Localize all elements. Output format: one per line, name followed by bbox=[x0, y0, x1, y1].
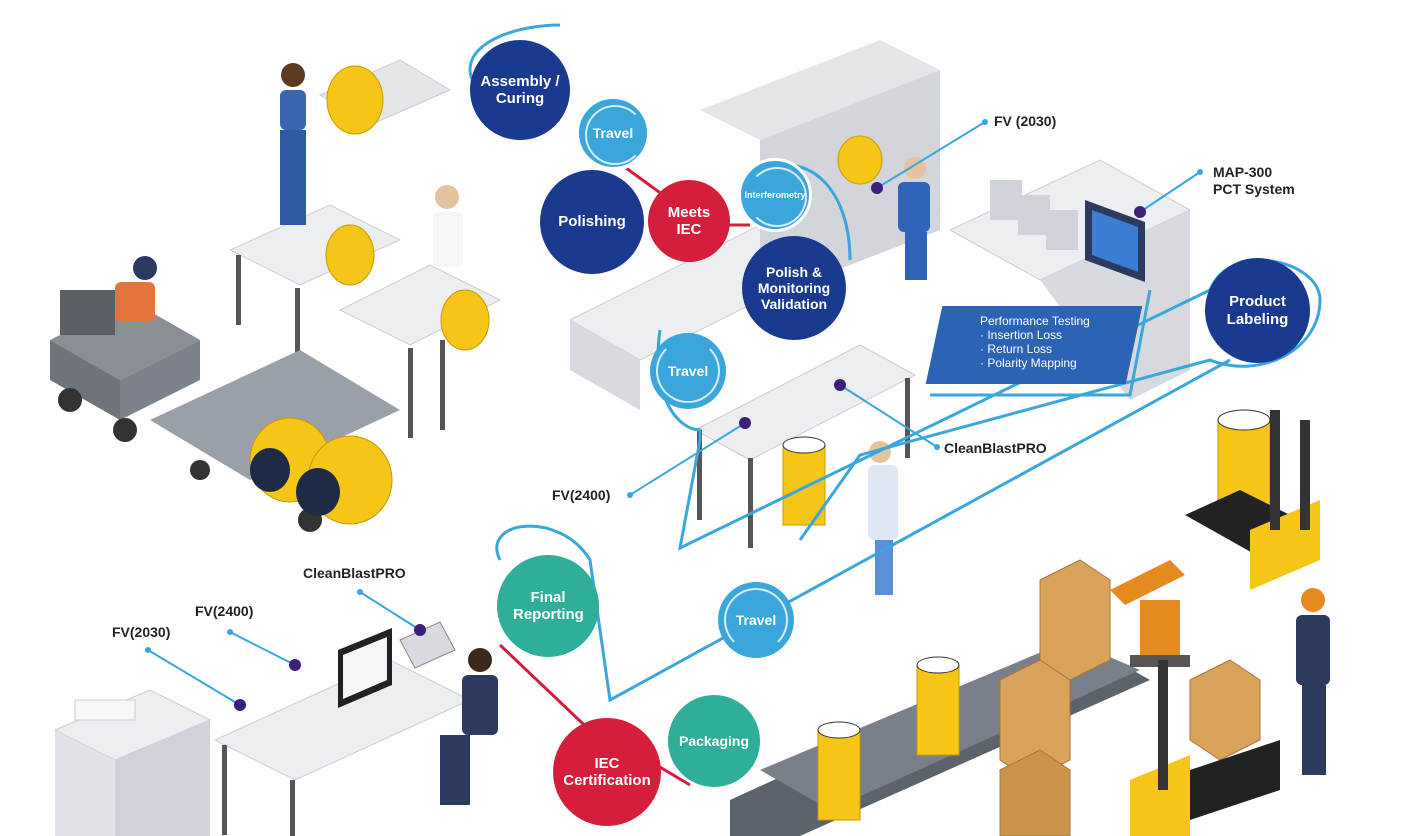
callout-fv2030-top: FV (2030) bbox=[994, 113, 1057, 129]
callout-cleanblast-bottom: CleanBlastPRO bbox=[303, 565, 406, 581]
inspection-table bbox=[693, 344, 917, 548]
step-polish-validation: Polish & Monitoring Validation bbox=[742, 236, 846, 340]
forklift-icon bbox=[1130, 410, 1320, 836]
performance-testing-title: Performance Testing bbox=[980, 314, 1090, 328]
callout-map300-line2: PCT System bbox=[1213, 181, 1295, 197]
step-interferometry: Interferometry bbox=[738, 158, 812, 232]
step-product-labeling-label: Product Labeling bbox=[1226, 293, 1289, 328]
step-polishing: Polishing bbox=[540, 170, 644, 274]
step-iec-certification-label: IEC Certification bbox=[563, 754, 651, 789]
step-assembly-label: Assembly / Curing bbox=[480, 72, 560, 107]
performance-testing-item: · Return Loss bbox=[980, 342, 1053, 356]
callout-cleanblast-mid: CleanBlastPRO bbox=[944, 440, 1047, 456]
step-meets-iec: Meets IEC bbox=[648, 180, 730, 262]
callout-endpoints bbox=[145, 119, 1203, 653]
step-travel-3: Travel bbox=[718, 582, 794, 658]
travel-cycle-icon bbox=[724, 588, 788, 652]
performance-testing-item: · Polarity Mapping bbox=[980, 356, 1077, 370]
robot-arm-icon bbox=[1110, 560, 1190, 667]
step-travel-2: Travel bbox=[650, 333, 726, 409]
travel-cycle-icon bbox=[747, 167, 807, 227]
step-polish-validation-label: Polish & Monitoring Validation bbox=[757, 263, 831, 313]
step-packaging: Packaging bbox=[668, 695, 760, 787]
callout-fv2030-bottom: FV(2030) bbox=[112, 624, 171, 640]
printer-icon bbox=[53, 689, 212, 836]
step-meets-iec-label: Meets IEC bbox=[667, 203, 711, 238]
worker-figure-icon bbox=[115, 63, 1330, 805]
performance-testing-text: Performance Testing · Insertion Loss · R… bbox=[980, 314, 1090, 370]
step-final-reporting: Final Reporting bbox=[497, 555, 599, 657]
performance-testing-item: · Insertion Loss bbox=[980, 328, 1063, 342]
travel-cycle-icon bbox=[656, 339, 720, 403]
callout-map300-line1: MAP-300 bbox=[1213, 164, 1273, 180]
step-assembly-curing: Assembly / Curing bbox=[470, 40, 570, 140]
callout-lines bbox=[147, 121, 1201, 706]
test-station bbox=[948, 159, 1192, 400]
forklift-icon bbox=[50, 290, 400, 532]
step-product-labeling: Product Labeling bbox=[1205, 258, 1310, 363]
callout-dots bbox=[234, 182, 1146, 711]
step-final-reporting-label: Final Reporting bbox=[513, 588, 584, 623]
travel-cycle-icon bbox=[585, 105, 645, 165]
step-travel-1: Travel bbox=[575, 95, 651, 171]
step-iec-certification: IEC Certification bbox=[553, 718, 661, 826]
callout-fv2400-mid: FV(2400) bbox=[552, 487, 611, 503]
step-polishing-label: Polishing bbox=[558, 213, 626, 231]
callout-fv2400-bottom: FV(2400) bbox=[195, 603, 254, 619]
cardboard-box-icon bbox=[999, 559, 1261, 836]
step-packaging-label: Packaging bbox=[678, 732, 750, 749]
computer-desk bbox=[213, 621, 472, 836]
